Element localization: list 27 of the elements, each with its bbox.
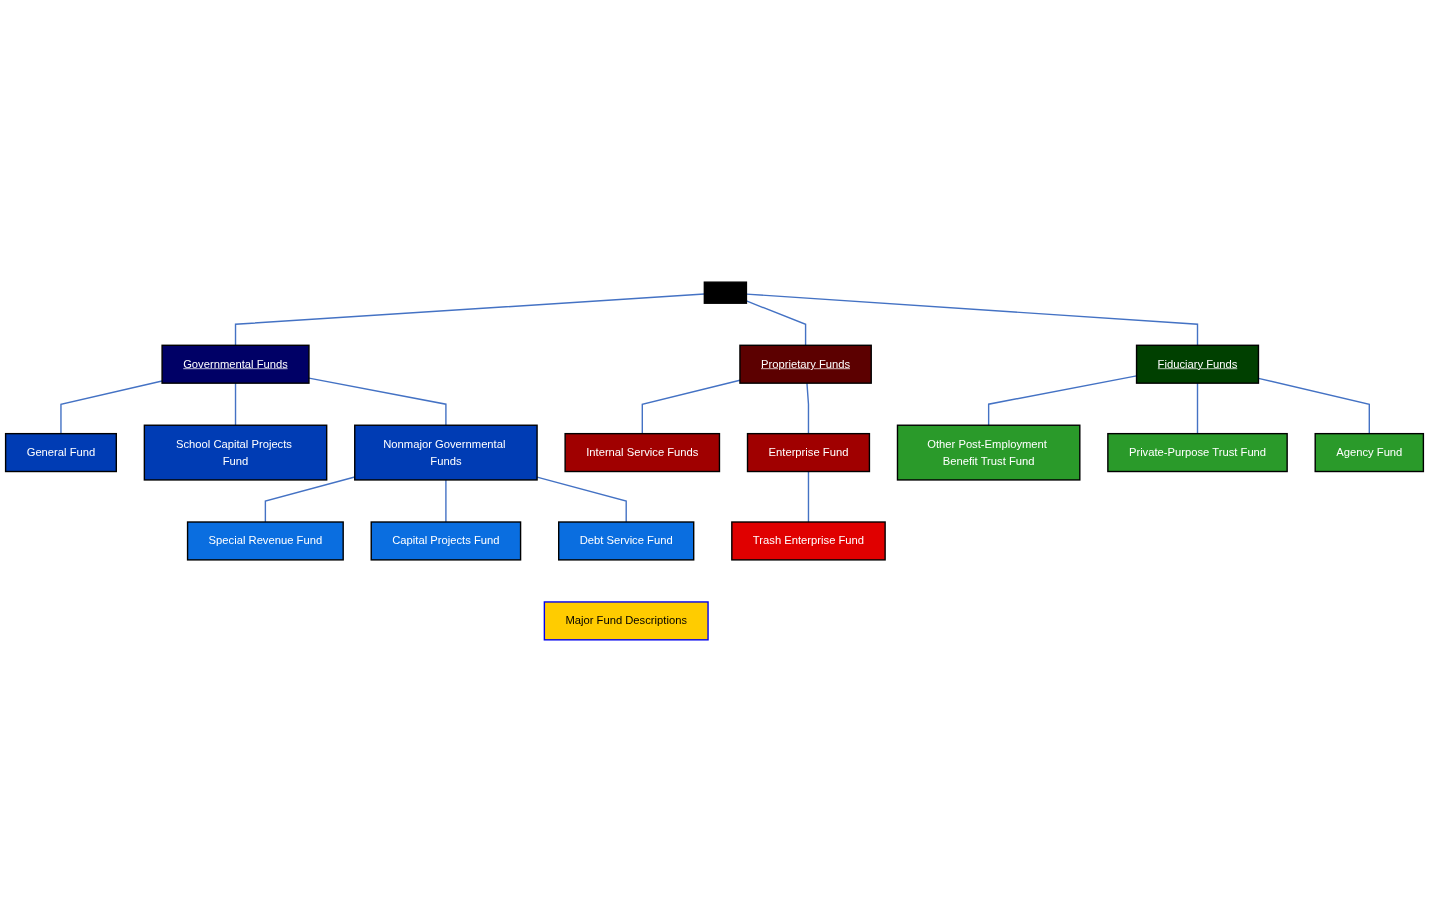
connector (234, 382, 237, 426)
node-box: Major Fund Descriptions (543, 601, 709, 641)
connector (536, 476, 627, 523)
connector (1196, 382, 1199, 435)
node-box: Proprietary Funds (739, 344, 872, 384)
node-box: General Fund (4, 432, 117, 473)
node-box: Trash Enterprise Fund (731, 521, 886, 561)
node-box: Debt Service Fund (558, 521, 695, 561)
node-box: School Capital Projects Fund (143, 424, 328, 481)
connector (745, 300, 807, 346)
connector (807, 470, 810, 523)
node-box: Special Revenue Fund (186, 521, 344, 561)
connector (806, 382, 810, 435)
connector (308, 377, 447, 426)
node-box: Internal Service Funds (564, 432, 721, 473)
connector (745, 293, 1199, 346)
node-box: Capital Projects Fund (370, 521, 522, 561)
node-box: Private-Purpose Trust Fund (1107, 432, 1288, 473)
connector (60, 380, 163, 435)
node-box: Nonmajor Governmental Funds (354, 424, 538, 481)
node-box: Other Post-Employment Benefit Trust Fund (896, 424, 1081, 481)
node-box: Enterprise Fund (746, 432, 871, 473)
node-box: Governmental Funds (161, 344, 310, 384)
node-box (703, 281, 748, 304)
node-box: Fiduciary Funds (1135, 344, 1260, 384)
connector (445, 479, 447, 523)
node-box: Agency Fund (1314, 432, 1425, 473)
